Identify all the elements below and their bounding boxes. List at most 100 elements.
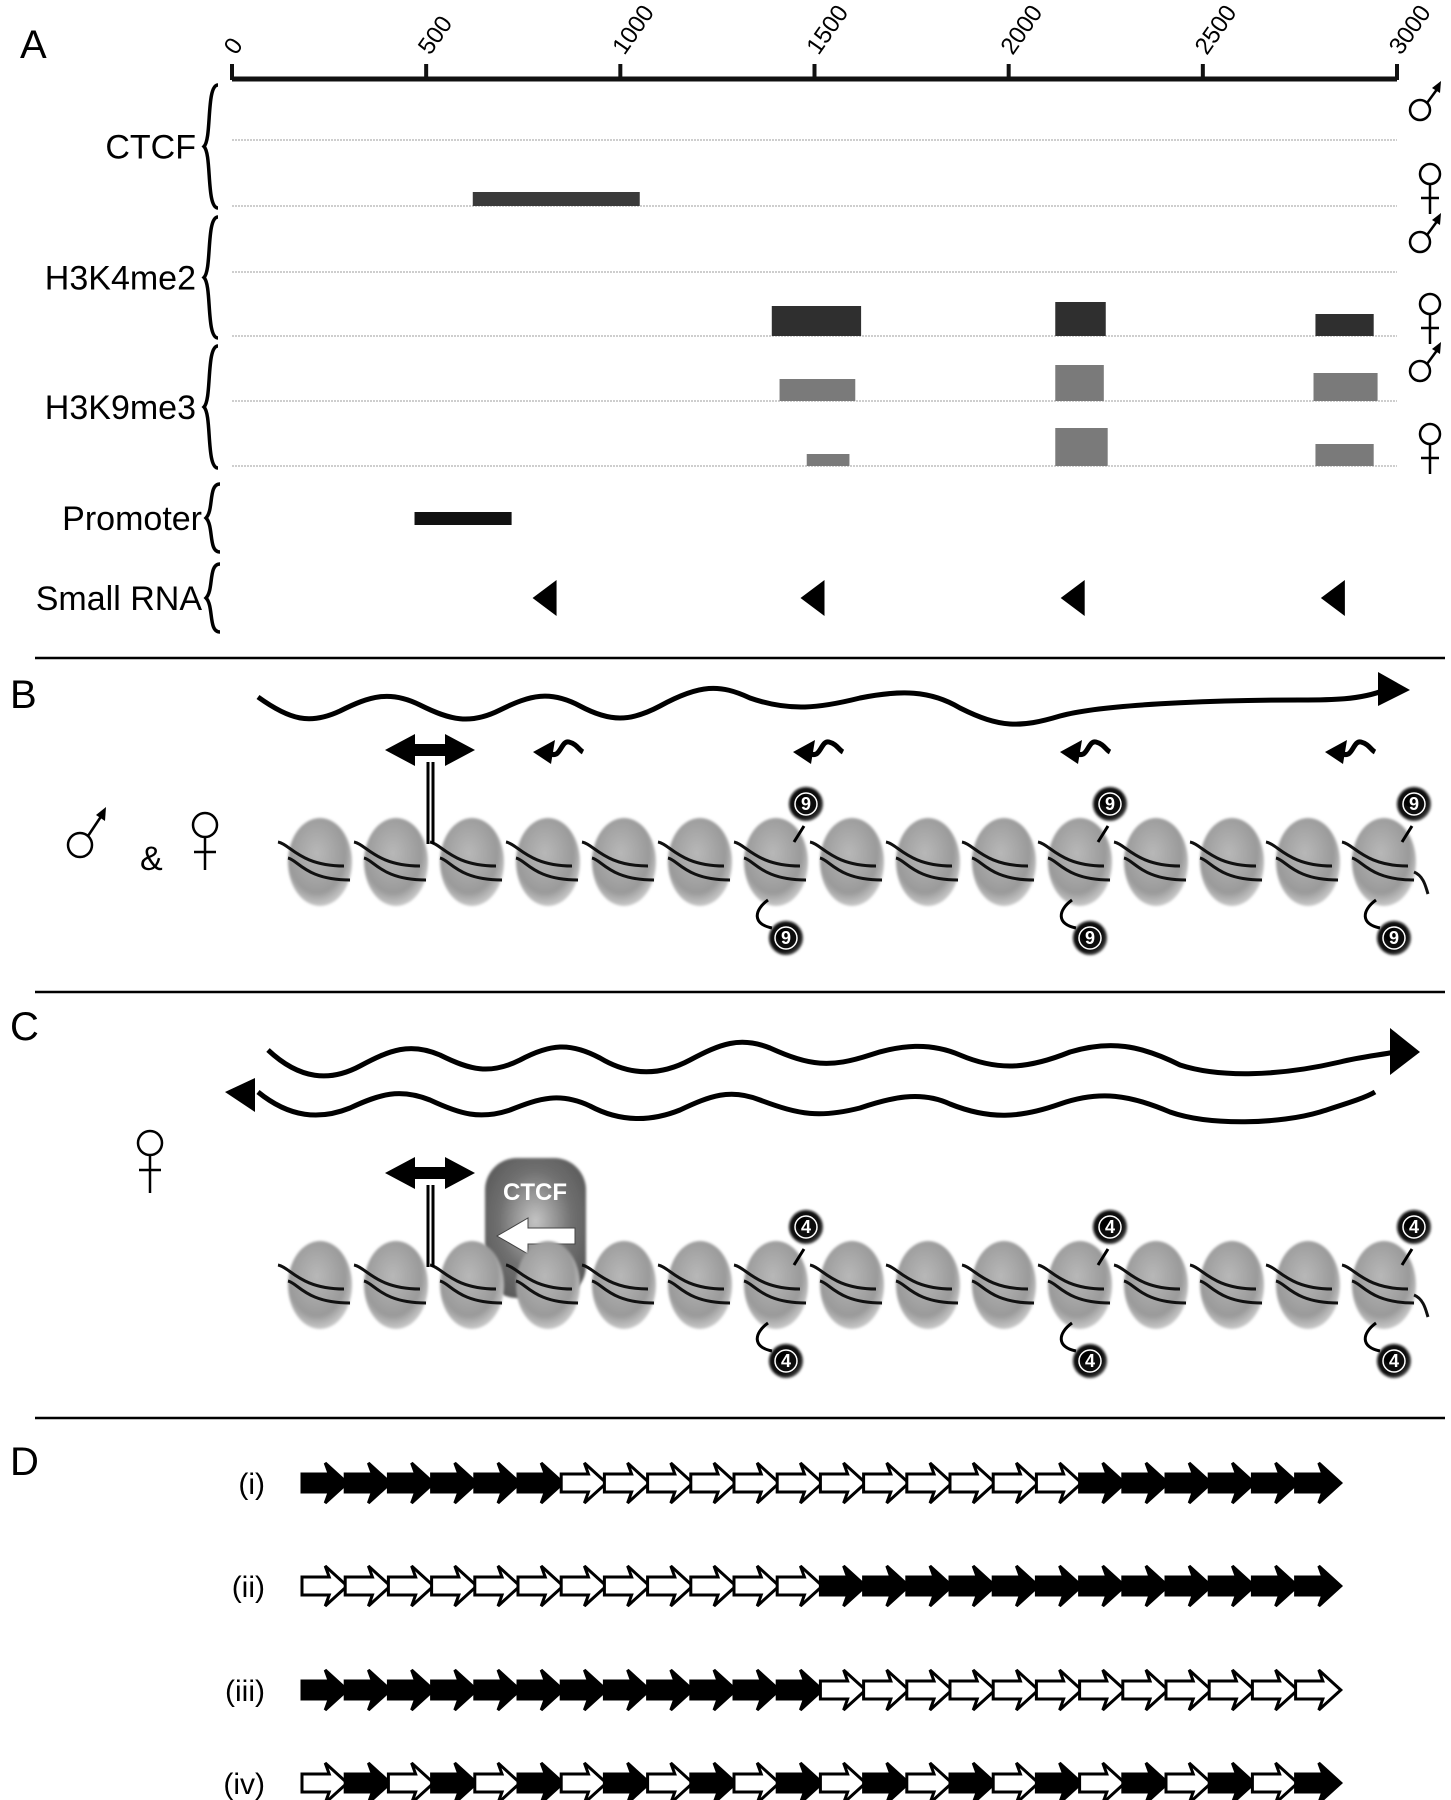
histone-mark-icon: [1073, 921, 1107, 955]
histone-tail: [755, 1321, 773, 1353]
female-circle: [1418, 292, 1442, 316]
open-arrow-icon: [559, 1564, 609, 1608]
open-arrow-icon: [818, 1761, 868, 1800]
histone-tail: [1096, 825, 1110, 843]
dna-wrap: [809, 840, 877, 868]
filled-arrow-icon: [1034, 1564, 1084, 1608]
filled-arrow-icon: [1294, 1461, 1344, 1505]
small-rna-triangle-icon: [1320, 580, 1345, 616]
open-arrow-icon: [905, 1461, 955, 1505]
open-arrow-icon: [646, 1461, 696, 1505]
open-arrow-icon: [559, 1461, 609, 1505]
dna-wrap: [515, 1279, 579, 1305]
filled-arrow-icon: [905, 1564, 955, 1608]
histone-mark-icon: [769, 1344, 803, 1378]
histone-mark-label: 4: [1105, 1217, 1115, 1237]
track-feature-bar: [472, 192, 640, 206]
female-symbol-icon: [191, 811, 219, 870]
small-rna-arrowhead-icon: [1325, 740, 1347, 764]
open-arrow-icon: [1078, 1668, 1128, 1712]
histone-mark-ring: [1402, 792, 1426, 816]
histone-tail: [1363, 898, 1381, 930]
open-arrow-icon: [905, 1668, 955, 1712]
track-group-label: CTCF: [105, 129, 196, 167]
ctcf-label: CTCF: [503, 1179, 567, 1206]
filled-arrow-icon: [1121, 1564, 1171, 1608]
histone-mark-label: 9: [1389, 928, 1399, 948]
dna-wrap: [971, 1279, 1035, 1305]
filled-arrow-icon: [473, 1461, 523, 1505]
open-arrow-icon: [1164, 1668, 1214, 1712]
small-rna-triangle-icon: [1060, 580, 1085, 616]
small-rna-group: [533, 739, 1377, 764]
filled-arrow-icon: [1294, 1564, 1344, 1608]
open-arrow-icon: [646, 1761, 696, 1800]
sense-transcript: [266, 1039, 1396, 1079]
histone-mark-label: 9: [1409, 794, 1419, 814]
filled-arrow-icon: [300, 1668, 350, 1712]
dna-wrap: [667, 856, 731, 882]
filled-arrow-icon: [1078, 1564, 1128, 1608]
dna-wrap: [353, 840, 421, 868]
dna-end: [1413, 1293, 1430, 1318]
male-circle: [1408, 359, 1432, 383]
filled-arrow-icon: [948, 1564, 998, 1608]
filled-arrow-icon: [1164, 1461, 1214, 1505]
filled-arrow-icon: [775, 1761, 825, 1800]
dna-wrap: [1341, 1263, 1409, 1291]
open-arrow-icon: [818, 1668, 868, 1712]
open-arrow-icon: [1250, 1668, 1300, 1712]
filled-arrow-icon: [430, 1461, 480, 1505]
filled-arrow-icon: [559, 1668, 609, 1712]
histone-mark-icon: [769, 921, 803, 955]
open-arrow-icon: [300, 1761, 350, 1800]
histone-mark-ring: [1078, 1349, 1102, 1373]
open-arrow-icon: [862, 1668, 912, 1712]
histone-tail: [1096, 1248, 1110, 1266]
small-rna-squiggle: [1077, 739, 1112, 758]
tick-label: 500: [413, 11, 458, 59]
histone-mark-icon: [1073, 1344, 1107, 1378]
female-circle: [1418, 162, 1442, 186]
histone-mark-ring: [1098, 1215, 1122, 1239]
histone-tail: [1400, 825, 1414, 843]
histone-tail: [755, 898, 773, 930]
filled-arrow-icon: [1207, 1564, 1257, 1608]
open-arrow-icon: [1294, 1668, 1344, 1712]
open-arrow-icon: [1250, 1761, 1300, 1800]
open-arrow-icon: [646, 1564, 696, 1608]
histone-mark-icon: [1093, 1210, 1127, 1244]
histone-tail: [1400, 1248, 1414, 1266]
dna-wrap: [277, 1263, 345, 1291]
dna-wrap: [743, 1279, 807, 1305]
sense-transcript: [256, 685, 1386, 727]
filled-arrow-icon: [1294, 1761, 1344, 1800]
open-arrow-icon: [862, 1461, 912, 1505]
open-arrow-icon: [991, 1761, 1041, 1800]
histone-mark-label: 9: [781, 928, 791, 948]
filled-arrow-icon: [386, 1461, 436, 1505]
dna-wrap: [885, 840, 953, 868]
dna-wrap: [505, 1263, 573, 1291]
tick-label: 0: [219, 33, 249, 59]
histone-mark-icon: [1377, 1344, 1411, 1378]
dna-end: [1413, 870, 1430, 895]
male-arrowhead: [1432, 342, 1441, 354]
filled-arrow-icon: [689, 1761, 739, 1800]
histone-mark-icon: [1397, 787, 1431, 821]
male-symbol-icon: [66, 807, 106, 859]
filled-arrow-icon: [862, 1564, 912, 1608]
histone-mark-icon: [1093, 787, 1127, 821]
histone-mark-label: 4: [1389, 1351, 1399, 1371]
open-arrow-icon: [430, 1564, 480, 1608]
filled-arrow-icon: [862, 1761, 912, 1800]
small-rna-triangle-icon: [532, 580, 557, 616]
track-group-label: H3K4me2: [45, 260, 196, 298]
track-feature-bar: [1055, 302, 1106, 336]
open-arrow-icon: [473, 1564, 523, 1608]
track-group-brace: [201, 344, 219, 470]
